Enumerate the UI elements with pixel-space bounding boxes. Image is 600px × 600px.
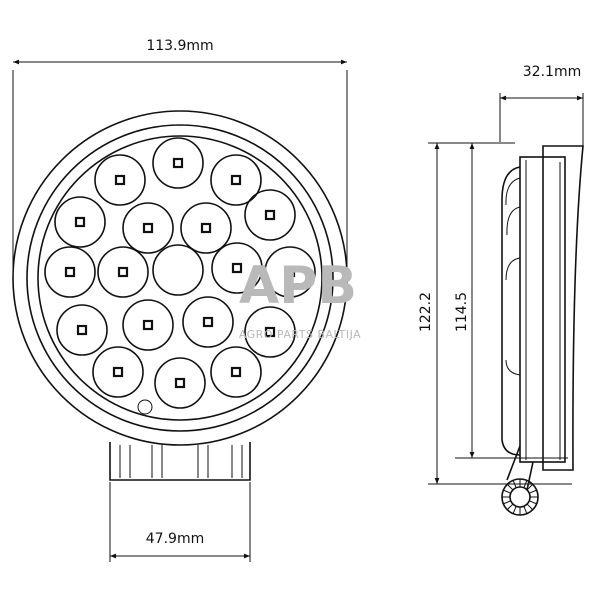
led-reflector [56, 304, 108, 356]
knob-tooth [523, 506, 528, 514]
knob-tooth [506, 483, 514, 491]
led-reflector [122, 202, 174, 254]
knob-tooth [529, 489, 537, 494]
knob-tooth [529, 500, 537, 505]
dimension-side-depth: 32.1mm [499, 64, 584, 146]
led-chip [284, 266, 296, 278]
led-reflector [92, 346, 144, 398]
watermark-logo-text: APB [239, 256, 357, 316]
led-reflector [54, 196, 106, 248]
led-chip [202, 316, 214, 328]
led-reflector [182, 296, 234, 348]
side-depth-label: 32.1mm [523, 64, 581, 80]
housing-back [542, 145, 584, 471]
lens-ring [37, 135, 323, 421]
total-height-label: 122.2 [418, 292, 434, 332]
led-reflector [244, 306, 296, 358]
housing-bezel [26, 124, 334, 432]
body-height-label: 114.5 [454, 292, 470, 332]
watermark-text: AGRO PARTS BALTIJA [239, 328, 361, 341]
led-chip [117, 266, 129, 278]
bracket-arm [506, 445, 534, 491]
led-chip [74, 216, 86, 228]
knob-tooth [503, 489, 511, 494]
led-chip [264, 326, 276, 338]
front-view [12, 110, 348, 481]
led-reflector [264, 246, 316, 298]
led-chip [142, 222, 154, 234]
side-view [501, 145, 584, 516]
led-reflector [152, 244, 204, 296]
led-reflector [211, 242, 263, 294]
led-chip [114, 174, 126, 186]
led-reflector [97, 246, 149, 298]
led-array [44, 137, 316, 409]
led-reflector [94, 154, 146, 206]
led-chip [230, 174, 242, 186]
knob-tooth [506, 503, 514, 511]
housing-body [519, 156, 566, 463]
led-reflector [210, 154, 262, 206]
front-width-label: 113.9mm [146, 38, 213, 54]
lens-profile [501, 166, 521, 456]
dimension-body-height: 114.5 [454, 143, 568, 459]
knob-tooth [526, 483, 534, 491]
led-reflector [210, 346, 262, 398]
led-reflector [244, 189, 296, 241]
led-reflector [180, 202, 232, 254]
led-chip [231, 262, 243, 274]
led-reflector [154, 357, 206, 409]
knob-tooth [526, 503, 534, 511]
led-chip [64, 266, 76, 278]
led-chip [172, 157, 184, 169]
led-reflector [152, 137, 204, 189]
dimension-total-height: 122.2 [418, 142, 572, 485]
led-chip [174, 377, 186, 389]
led-reflector [122, 299, 174, 351]
dimension-front-width: 113.9mm [12, 38, 348, 275]
dimension-bracket-width: 47.9mm [109, 482, 251, 562]
bracket-width-label: 47.9mm [146, 531, 204, 547]
led-chip [230, 366, 242, 378]
housing-outer-ring [12, 110, 348, 446]
knob-tooth [512, 506, 517, 514]
led-chip [112, 366, 124, 378]
vent-plug [137, 399, 153, 415]
watermark-logo: APB AGRO PARTS BALTIJA [239, 256, 361, 341]
led-reflector [44, 246, 96, 298]
led-chip [142, 319, 154, 331]
knob-tooth [503, 500, 511, 505]
led-chip [76, 324, 88, 336]
led-chip [264, 209, 276, 221]
mounting-bracket [109, 442, 251, 481]
led-chip [200, 222, 212, 234]
